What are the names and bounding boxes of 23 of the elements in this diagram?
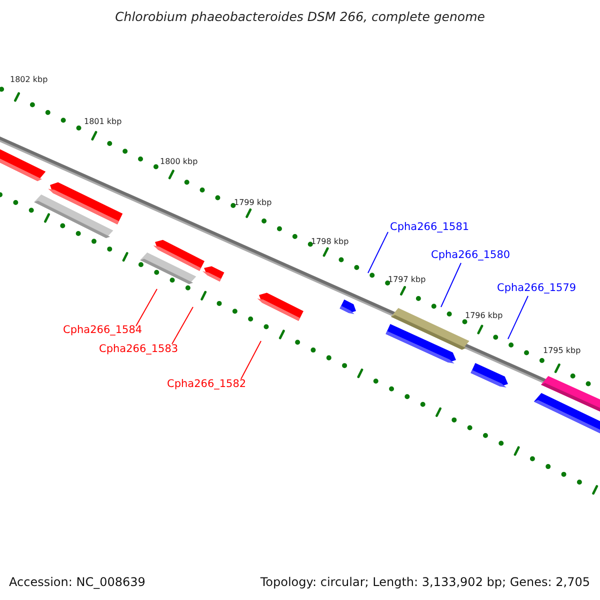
footer-text: Accession: NC_008639 <box>9 575 146 589</box>
gene-label: Cpha266_1579 <box>497 282 576 294</box>
tick-label: 1800 kbp <box>160 157 198 166</box>
leader-line <box>240 340 262 380</box>
tick-label: 1797 kbp <box>388 275 426 284</box>
gene-label: Cpha266_1583 <box>99 343 178 355</box>
tick-label: 1795 kbp <box>543 346 581 355</box>
gene-label: Cpha266_1582 <box>167 378 246 390</box>
gene-label: Cpha266_1581 <box>390 221 470 233</box>
gene-label: Cpha266_1584 <box>63 324 142 336</box>
tick-label: 1802 kbp <box>10 75 48 84</box>
leader-line <box>508 296 528 340</box>
tick-label: 1801 kbp <box>84 117 122 126</box>
leader-line <box>440 262 462 308</box>
footer-text: Topology: circular; Length: 3,133,902 bp; Genes: 2,705 <box>260 575 590 589</box>
title: Chlorobium phaeobacteroides DSM 266, complete genome <box>114 9 486 24</box>
leader-line <box>136 288 158 326</box>
gene-label: Cpha266_1580 <box>431 249 510 261</box>
tick-label: 1799 kbp <box>234 198 272 207</box>
tick-label: 1798 kbp <box>311 237 349 246</box>
tick-label: 1796 kbp <box>465 311 503 320</box>
leader-line <box>172 306 194 344</box>
leader-line <box>368 232 388 274</box>
